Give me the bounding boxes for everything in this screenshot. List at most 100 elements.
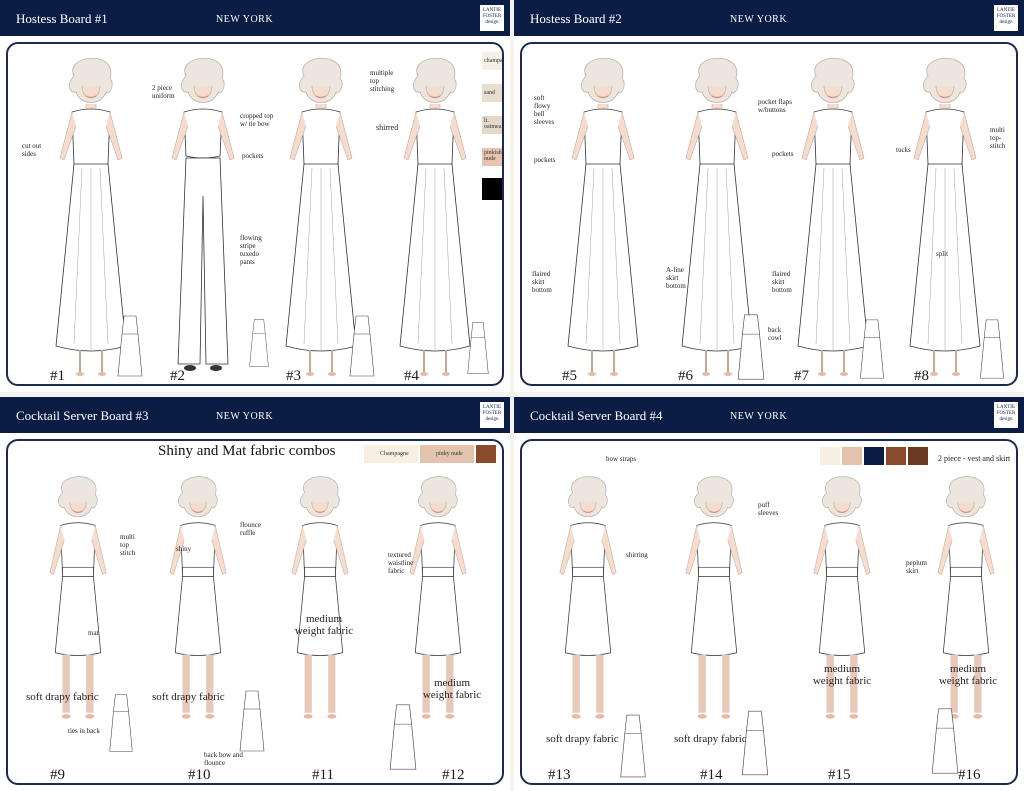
look-number: #4 bbox=[404, 368, 419, 384]
designer-logo: LANTIE FOSTER design bbox=[480, 402, 504, 428]
board-header: Hostess Board #1 NEW YORK LANTIE FOSTER … bbox=[0, 0, 510, 36]
flat-sketch bbox=[736, 310, 766, 384]
flat-sketch bbox=[616, 711, 650, 781]
board-city: NEW YORK bbox=[730, 14, 788, 25]
fabric-swatch bbox=[864, 447, 884, 465]
hostess-board-2: Hostess Board #2 NEW YORK LANTIE FOSTER … bbox=[514, 0, 1024, 392]
annotation: shiny bbox=[176, 545, 192, 553]
annotation: 2 piece uniform bbox=[152, 84, 175, 100]
designer-logo: LANTIE FOSTER design bbox=[994, 5, 1018, 31]
board-heading: Shiny and Mat fabric combos bbox=[158, 443, 336, 459]
annotation: split bbox=[936, 250, 949, 258]
fabric-swatch bbox=[820, 447, 840, 465]
board-frame: Shiny and Mat fabric combos Champagne pi… bbox=[6, 439, 504, 785]
cocktail-board-4: Cocktail Server Board #4 NEW YORK LANTIE… bbox=[514, 397, 1024, 791]
fabric-note: medium weight fabric bbox=[938, 663, 998, 687]
look-number: #8 bbox=[914, 368, 929, 384]
annotation: flowing stripe tuxedo pants bbox=[240, 234, 262, 266]
annotation: soft flowy bell sleeves bbox=[534, 94, 555, 126]
annotation: back cowl bbox=[768, 326, 782, 342]
swatch-label: sand bbox=[484, 90, 495, 96]
look-number: #5 bbox=[562, 368, 577, 384]
board-frame: 2 piece - vest and skirt bow straps shir… bbox=[520, 439, 1018, 785]
look-number: #10 bbox=[188, 767, 211, 783]
annotation: peplum skirt bbox=[906, 559, 927, 575]
look-number: #6 bbox=[678, 368, 693, 384]
fashion-figure bbox=[664, 465, 764, 725]
annotation: flaired skirt bottom bbox=[532, 270, 552, 294]
board-frame: cut out sides 2 piece uniform cropped to… bbox=[6, 42, 504, 386]
flat-sketch bbox=[388, 693, 418, 781]
fabric-swatch bbox=[482, 52, 502, 70]
fabric-note: soft drapy fabric bbox=[26, 691, 99, 703]
look-number: #14 bbox=[700, 767, 723, 783]
annotation: textured waistline fabric bbox=[388, 551, 414, 575]
annotation: cut out sides bbox=[22, 142, 42, 158]
look-number: #12 bbox=[442, 767, 465, 783]
flat-sketch bbox=[116, 312, 144, 380]
fabric-swatch bbox=[482, 178, 502, 200]
annotation: tucks bbox=[896, 146, 911, 154]
swatch-label: lt. oatmeal bbox=[484, 118, 503, 130]
fabric-note: soft drapy fabric bbox=[546, 733, 619, 745]
annotation: pockets bbox=[242, 152, 264, 160]
annotation: pockets bbox=[772, 150, 794, 158]
annotation: bow straps bbox=[606, 455, 637, 463]
board-city: NEW YORK bbox=[216, 14, 274, 25]
board-title: Hostess Board #1 bbox=[16, 11, 108, 26]
annotation: multiple top stitching bbox=[370, 69, 395, 93]
look-number: #2 bbox=[170, 368, 185, 384]
annotation: cropped top w/ tie bow bbox=[240, 112, 274, 128]
flat-sketch bbox=[930, 703, 960, 779]
look-number: #13 bbox=[548, 767, 571, 783]
flat-sketch bbox=[466, 316, 490, 380]
cocktail-board-3: Cocktail Server Board #3 NEW YORK LANTIE… bbox=[0, 397, 510, 791]
fashion-figure bbox=[538, 465, 638, 725]
annotation: multi top stitch bbox=[120, 533, 136, 557]
board-header: Hostess Board #2 NEW YORK LANTIE FOSTER … bbox=[514, 0, 1024, 36]
look-number: #1 bbox=[50, 368, 65, 384]
board-frame: soft flowy bell sleeves pockets flaired … bbox=[520, 42, 1018, 386]
annotation: flaired skirt bottom bbox=[772, 270, 792, 294]
fabric-note: medium weight fabric bbox=[812, 663, 872, 687]
annotation: mat bbox=[88, 629, 99, 637]
annotation: ties in back bbox=[68, 727, 100, 735]
flat-sketch bbox=[978, 316, 1006, 382]
flat-sketch bbox=[858, 316, 886, 382]
fabric-swatch bbox=[364, 445, 418, 463]
swatch-label: pinky nude bbox=[436, 451, 463, 457]
look-number: #15 bbox=[828, 767, 851, 783]
hostess-board-1: Hostess Board #1 NEW YORK LANTIE FOSTER … bbox=[0, 0, 510, 392]
flat-sketch bbox=[348, 312, 376, 380]
swatch-label: Champagne bbox=[380, 451, 409, 457]
annotation: A-line skirt bottom bbox=[666, 266, 686, 290]
board-header: Cocktail Server Board #4 NEW YORK LANTIE… bbox=[514, 397, 1024, 433]
fabric-swatch bbox=[482, 84, 502, 102]
annotation: multi top-stitch bbox=[990, 126, 1006, 150]
designer-logo: LANTIE FOSTER design bbox=[480, 5, 504, 31]
designer-logo: LANTIE FOSTER design bbox=[994, 402, 1018, 428]
fabric-swatch bbox=[886, 447, 906, 465]
fashion-figure bbox=[28, 465, 128, 725]
fabric-swatch bbox=[420, 445, 474, 463]
fabric-note: medium weight fabric bbox=[422, 677, 482, 701]
annotation: flounce ruffle bbox=[240, 521, 261, 537]
look-number: #3 bbox=[286, 368, 301, 384]
fabric-swatch bbox=[842, 447, 862, 465]
board-header: Cocktail Server Board #3 NEW YORK LANTIE… bbox=[0, 397, 510, 433]
look-number: #9 bbox=[50, 767, 65, 783]
annotation: puff sleeves bbox=[758, 501, 779, 517]
look-number: #16 bbox=[958, 767, 981, 783]
fabric-note: medium weight fabric bbox=[294, 613, 354, 637]
board-title: Cocktail Server Board #3 bbox=[16, 408, 149, 423]
board-city: NEW YORK bbox=[216, 411, 274, 422]
fabric-swatch bbox=[908, 447, 928, 465]
swatch-label: champagne bbox=[484, 58, 503, 64]
fashion-figure bbox=[148, 465, 248, 725]
flat-sketch bbox=[248, 306, 270, 380]
annotation: back bow and flounce bbox=[204, 751, 243, 767]
fabric-swatch bbox=[476, 445, 496, 463]
board-title: Cocktail Server Board #4 bbox=[530, 408, 663, 423]
annotation: shirred bbox=[376, 123, 399, 132]
fashion-figure bbox=[270, 465, 370, 725]
